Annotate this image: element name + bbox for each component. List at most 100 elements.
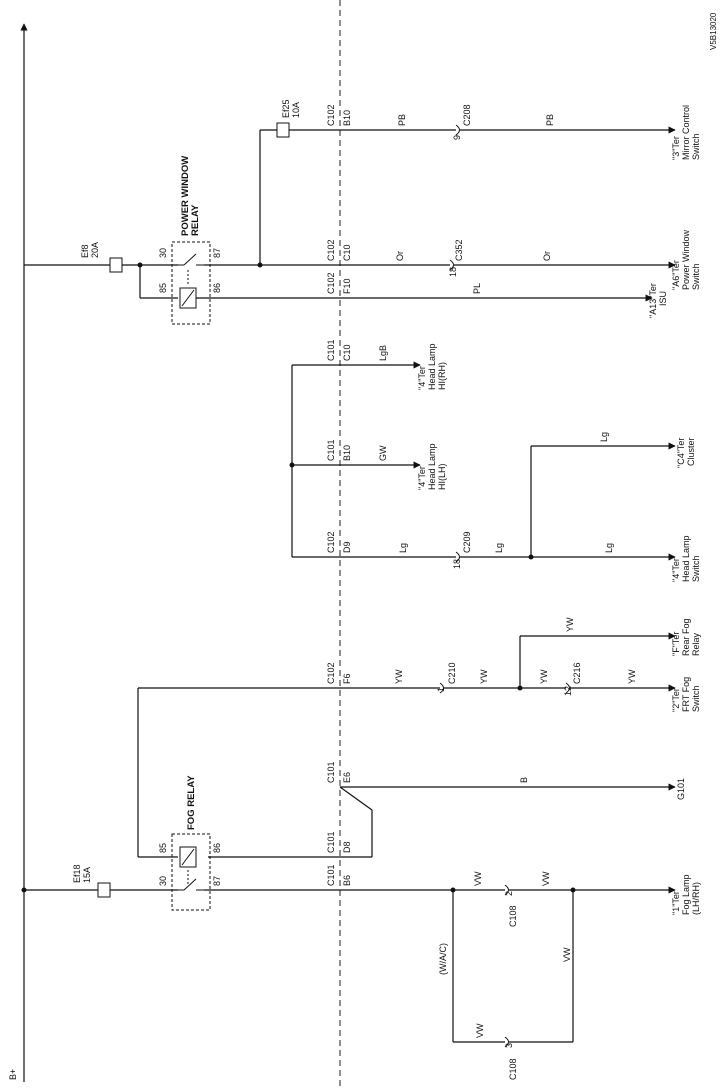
c101-c10-name: C101	[326, 339, 336, 361]
yw-label-1: YW	[394, 669, 404, 684]
c101-e6-pin: E6	[342, 772, 352, 783]
c352-name: C352	[454, 239, 464, 261]
svg-text:"A13"Ter: "A13"Ter	[648, 283, 658, 318]
svg-text:"4"Ter: "4"Ter	[417, 466, 427, 490]
power-window-relay	[171, 241, 211, 325]
c101-b10-name: C101	[326, 439, 336, 461]
dest-power-window-switch: "A6"Ter Power Window Switch	[671, 229, 701, 290]
dest-head-lamp-lh: "4"Ter Head Lamp HI(LH)	[417, 443, 447, 490]
svg-text:"2"Ter: "2"Ter	[671, 688, 681, 712]
pw-pin-87: 87	[212, 248, 222, 258]
svg-text:Switch: Switch	[691, 555, 701, 582]
c352-connector	[449, 259, 454, 271]
c216-pin: 12	[563, 686, 573, 696]
svg-text:HI(LH): HI(LH)	[437, 463, 447, 490]
svg-text:Rear Fog: Rear Fog	[681, 618, 691, 656]
c102-f10-pin: F10	[342, 278, 352, 294]
ef8-name: Ef8	[80, 244, 90, 258]
c208-pin: 9	[452, 135, 462, 140]
c208-name: C208	[462, 104, 472, 126]
svg-text:"1"Ter: "1"Ter	[671, 891, 681, 915]
dest-head-lamp-switch: "4"Ter Head Lamp Switch	[671, 535, 701, 582]
pb-label-2: PB	[545, 114, 555, 126]
wac-label: (W/A/C)	[438, 943, 448, 975]
lg-label-4: Lg	[599, 432, 609, 442]
c108-2-pin: 2	[504, 891, 514, 896]
c210-connector	[439, 682, 444, 694]
lg-label-3: Lg	[604, 543, 614, 553]
fog-relay-title: FOG RELAY	[186, 775, 197, 830]
c101-b6-name: C101	[326, 864, 336, 886]
gw-label: GW	[378, 445, 388, 461]
or-label-2: Or	[542, 251, 552, 261]
or-label-1: Or	[395, 251, 405, 261]
pw-relay-title-1: POWER WINDOW	[180, 156, 191, 236]
svg-text:Mirror Control: Mirror Control	[681, 105, 691, 160]
ef8-fuse	[109, 257, 123, 273]
dest-fog-lamp: "1"Ter Fog Lamp (LH/RH)	[671, 874, 701, 915]
lg-label-1: Lg	[398, 543, 408, 553]
c102-b10-name: C102	[326, 104, 336, 126]
lg-label-2: Lg	[494, 543, 504, 553]
c209-pin: 18	[452, 559, 462, 569]
fog-relay	[171, 833, 211, 911]
c102-f10-name: C102	[326, 272, 336, 294]
c102-c10-pin: C10	[342, 244, 352, 261]
c108-3-name: C108	[508, 1058, 518, 1080]
svg-text:"C4"Ter: "C4"Ter	[676, 438, 686, 468]
lgb-label: LgB	[378, 345, 388, 361]
dest-head-lamp-rh: "4"Ter Head Lamp HI(RH)	[417, 343, 447, 390]
ef18-rating: 15A	[82, 867, 92, 883]
svg-text:HI(RH): HI(RH)	[437, 362, 447, 390]
svg-text:"4"Ter: "4"Ter	[671, 558, 681, 582]
pw-pin-85: 85	[158, 283, 168, 293]
svg-text:Fog Lamp: Fog Lamp	[681, 874, 691, 915]
dest-ground-g101: G101	[676, 778, 686, 800]
svg-text:Cluster: Cluster	[686, 437, 696, 466]
fog-pin-87: 87	[212, 876, 222, 886]
b-label: B	[519, 777, 529, 783]
c101-d8-pin: D8	[342, 841, 352, 853]
c101-d8-name: C101	[326, 831, 336, 853]
c108-3-pin: 3	[504, 1043, 514, 1048]
fog-pin-85: 85	[158, 843, 168, 853]
c352-pin: 18	[448, 267, 458, 277]
c102-f6-pin: F6	[342, 673, 352, 684]
c216-connector	[565, 682, 570, 694]
svg-text:Head Lamp: Head Lamp	[681, 535, 691, 582]
ef8-rating: 20A	[90, 242, 100, 258]
c101-c10-pin: C10	[342, 344, 352, 361]
pb-label-1: PB	[397, 114, 407, 126]
vw-label-2: VW	[541, 871, 551, 886]
svg-text:ISU: ISU	[658, 291, 668, 306]
ef18-fuse	[97, 882, 111, 898]
svg-text:Relay: Relay	[691, 632, 701, 656]
c108-2-name: C108	[508, 905, 518, 927]
c108-2-connector	[504, 884, 509, 896]
vw-label-4: VW	[562, 947, 572, 962]
ef18-name: Ef18	[72, 864, 82, 883]
pw-pin-86: 86	[212, 283, 222, 293]
svg-text:G101: G101	[676, 778, 686, 800]
yw-label-4: YW	[627, 669, 637, 684]
pl-label: PL	[472, 283, 482, 294]
ef25-name: Ef25	[281, 99, 291, 118]
fog-pin-30: 30	[158, 876, 168, 886]
svg-text:Head Lamp: Head Lamp	[427, 443, 437, 490]
c210-name: C210	[447, 662, 457, 684]
dest-isu: "A13"Ter ISU	[648, 283, 668, 318]
c101-e6-name: C101	[326, 761, 336, 783]
c210-pin: 1	[436, 687, 446, 692]
pw-pin-30: 30	[158, 248, 168, 258]
c209-connector	[455, 551, 460, 563]
vw-label-1: VW	[473, 871, 483, 886]
svg-text:Power Window: Power Window	[681, 229, 691, 290]
ground-diag	[339, 786, 373, 811]
svg-text:FRT Fog: FRT Fog	[681, 677, 691, 712]
svg-text:Switch: Switch	[691, 133, 701, 160]
ef25-fuse	[276, 122, 290, 138]
pw-relay-title-2: RELAY	[190, 204, 201, 236]
svg-text:"3"Ter: "3"Ter	[671, 136, 681, 160]
svg-text:Switch: Switch	[691, 685, 701, 712]
